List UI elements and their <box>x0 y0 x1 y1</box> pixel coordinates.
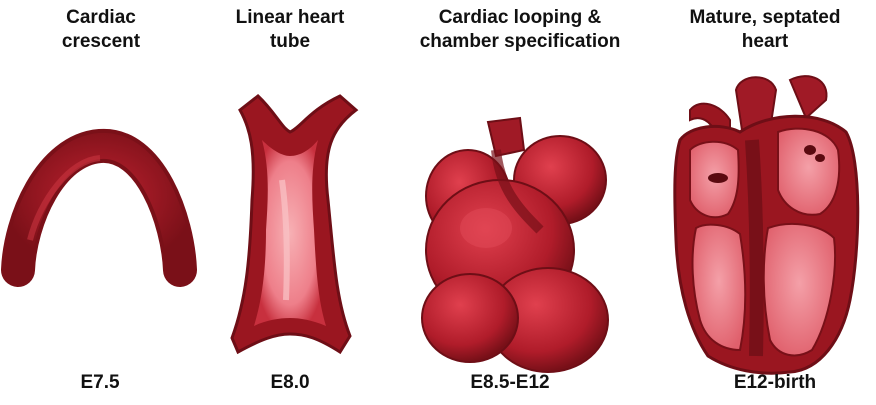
label-e8-0: E8.0 <box>240 372 340 394</box>
cardiac-crescent-drawing <box>18 146 180 270</box>
linear-heart-tube-drawing <box>232 96 356 352</box>
title-cardiac-looping: Cardiac looping & chamber specification <box>398 6 642 54</box>
label-e7-5: E7.5 <box>50 372 150 394</box>
label-e8-5-e12: E8.5-E12 <box>450 372 570 394</box>
title-cardiac-crescent: Cardiac crescent <box>30 6 172 54</box>
title-mature-septated-heart: Mature, septated heart <box>670 6 860 54</box>
label-e12-birth: E12-birth <box>710 372 840 394</box>
title-linear-heart-tube: Linear heart tube <box>216 6 364 54</box>
mature-heart-drawing <box>675 76 858 373</box>
cardiac-looping-drawing <box>422 118 608 372</box>
